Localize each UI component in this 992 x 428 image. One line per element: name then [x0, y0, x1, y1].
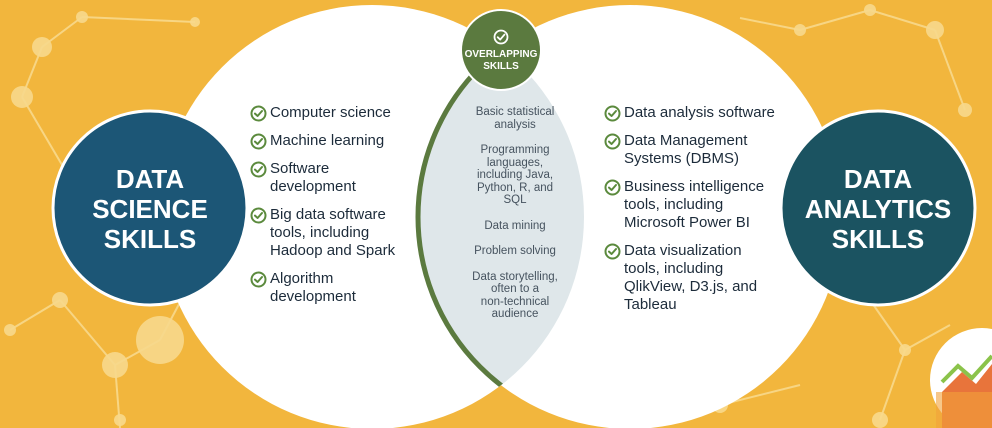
- check-circle-icon: [250, 271, 267, 288]
- check-circle-icon: [604, 133, 621, 150]
- skill-text: Computer science: [270, 104, 391, 121]
- skill-text: Programming: [456, 144, 574, 157]
- data-science-skills-title: DATA SCIENCE SKILLS: [74, 164, 226, 254]
- check-circle-icon: [250, 207, 267, 224]
- line-chart-icon: [930, 328, 992, 428]
- title-line: SKILLS: [74, 224, 226, 254]
- skill-text: Data visualization: [624, 242, 757, 260]
- skill-text: analysis: [456, 119, 574, 132]
- skill-text: languages,: [456, 157, 574, 170]
- skill-text: QlikView, D3.js, and: [624, 278, 757, 296]
- check-circle-icon: [250, 133, 267, 150]
- list-item: Data analysis software: [604, 104, 800, 122]
- overlapping-title-line: OVERLAPPING: [464, 49, 538, 61]
- skill-text: Machine learning: [270, 132, 384, 149]
- data-analytics-skill-list: Data analysis software Data Management S…: [604, 104, 800, 314]
- list-item: Business intelligence tools, including M…: [604, 178, 800, 232]
- skill-text: Systems (DBMS): [624, 150, 747, 168]
- list-item: Data mining: [456, 220, 574, 233]
- overlapping-skills-title: OVERLAPPING SKILLS: [464, 49, 538, 73]
- skill-text: Tableau: [624, 296, 757, 314]
- skill-text: Hadoop and Spark: [270, 242, 395, 260]
- list-item: Computer science: [250, 104, 440, 122]
- skill-text: SQL: [456, 194, 574, 207]
- skill-text: tools, including: [624, 260, 757, 278]
- title-line: DATA: [790, 164, 966, 194]
- skill-text: Algorithm: [270, 270, 356, 288]
- check-circle-icon: [604, 243, 621, 260]
- skill-text: Data analysis software: [624, 104, 775, 121]
- title-line: ANALYTICS: [790, 194, 966, 224]
- skill-text: development: [270, 178, 356, 196]
- list-item: Programming languages, including Java, P…: [456, 144, 574, 207]
- skill-text: Basic statistical: [456, 106, 574, 119]
- check-circle-icon: [604, 179, 621, 196]
- list-item: Data Management Systems (DBMS): [604, 132, 800, 168]
- skill-text: Data mining: [456, 220, 574, 233]
- skill-text: often to a: [456, 283, 574, 296]
- skill-text: tools, including: [624, 196, 764, 214]
- skill-text: Software: [270, 160, 356, 178]
- skill-text: including Java,: [456, 169, 574, 182]
- title-line: SKILLS: [790, 224, 966, 254]
- skill-text: Big data software: [270, 206, 395, 224]
- list-item: Software development: [250, 160, 440, 196]
- title-line: SCIENCE: [74, 194, 226, 224]
- skill-text: development: [270, 288, 356, 306]
- skill-text: Python, R, and: [456, 182, 574, 195]
- skill-text: Problem solving: [456, 245, 574, 258]
- list-item: Data storytelling, often to a non-techni…: [456, 271, 574, 321]
- list-item: Data visualization tools, including Qlik…: [604, 242, 800, 314]
- title-line: DATA: [74, 164, 226, 194]
- skill-text: Business intelligence: [624, 178, 764, 196]
- skill-text: Microsoft Power BI: [624, 214, 764, 232]
- skill-text: audience: [456, 308, 574, 321]
- list-item: Basic statistical analysis: [456, 106, 574, 131]
- list-item: Machine learning: [250, 132, 440, 150]
- skill-text: Data storytelling,: [456, 271, 574, 284]
- list-item: Algorithm development: [250, 270, 440, 306]
- check-circle-icon: [250, 161, 267, 178]
- check-circle-icon: [604, 105, 621, 122]
- skill-text: Data Management: [624, 132, 747, 150]
- data-science-skill-list: Computer science Machine learning Softwa…: [250, 104, 440, 306]
- list-item: Problem solving: [456, 245, 574, 258]
- check-circle-icon: [250, 105, 267, 122]
- skill-text: non-technical: [456, 296, 574, 309]
- skill-text: tools, including: [270, 224, 395, 242]
- overlapping-title-line: SKILLS: [464, 61, 538, 73]
- list-item: Big data software tools, including Hadoo…: [250, 206, 440, 260]
- data-analytics-skills-title: DATA ANALYTICS SKILLS: [790, 164, 966, 254]
- overlapping-skill-list: Basic statistical analysis Programming l…: [456, 106, 574, 334]
